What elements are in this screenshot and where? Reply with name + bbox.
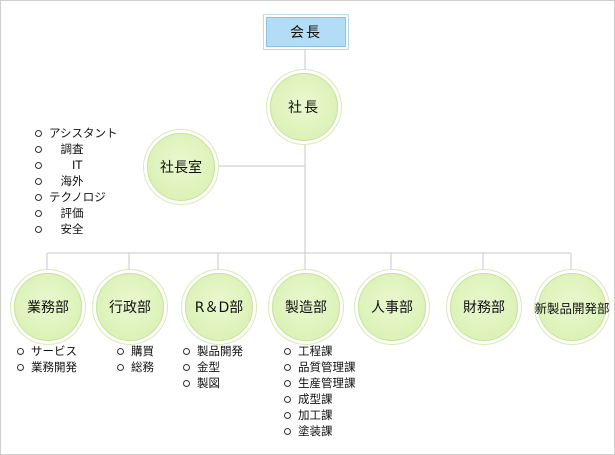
list-item: 製品開発 — [183, 343, 243, 359]
bullet-icon — [284, 411, 291, 419]
dept-label: 人事部 — [371, 300, 413, 316]
list-item: アシスタント — [35, 125, 118, 141]
list-item: 塗装課 — [284, 423, 356, 439]
office-label: 社長室 — [160, 160, 202, 176]
list-item: 海外 — [35, 173, 118, 189]
president-label: 社長 — [288, 100, 320, 116]
dept-node-rd: R＆D部 — [185, 273, 253, 341]
bullet-icon — [35, 177, 42, 185]
bullet-icon — [284, 363, 291, 371]
dept-items-gyomu: サービス 業務開発 — [17, 343, 77, 375]
dept-label: 製造部 — [285, 300, 327, 316]
dept-label: 業務部 — [27, 300, 69, 316]
bullet-icon — [284, 427, 291, 435]
dept-node-gyosei: 行政部 — [96, 273, 164, 341]
dept-label: 行政部 — [109, 300, 151, 316]
president-node: 社長 — [270, 73, 338, 141]
dept-label: 財務部 — [463, 300, 505, 316]
dept-items-seizo: 工程課 品質管理課 生産管理課 成型課 加工課 塗装課 — [284, 343, 356, 439]
list-item: 製図 — [183, 375, 243, 391]
list-item: 購買 — [117, 343, 154, 359]
dept-node-seizo: 製造部 — [272, 273, 340, 341]
bullet-icon — [183, 363, 190, 371]
dept-items-gyosei: 購買 総務 — [117, 343, 154, 375]
list-item: 安全 — [35, 221, 118, 237]
dept-node-jinji: 人事部 — [358, 273, 426, 341]
dept-node-zaimu: 財務部 — [450, 273, 518, 341]
list-item: 評価 — [35, 205, 118, 221]
list-item: IT — [35, 157, 118, 173]
list-item: 品質管理課 — [284, 359, 356, 375]
office-node: 社長室 — [147, 133, 215, 201]
list-item: 業務開発 — [17, 359, 77, 375]
bullet-icon — [183, 347, 190, 355]
dept-node-shinseihin: 新製品開発部 — [535, 273, 610, 341]
bullet-icon — [17, 363, 24, 371]
list-item: 金型 — [183, 359, 243, 375]
bullet-icon — [117, 363, 124, 371]
list-item: 総務 — [117, 359, 154, 375]
list-item: サービス — [17, 343, 77, 359]
bullet-icon — [35, 193, 42, 201]
bullet-icon — [35, 129, 42, 137]
dept-items-rd: 製品開発 金型 製図 — [183, 343, 243, 391]
list-item: 工程課 — [284, 343, 356, 359]
chairman-label: 会長 — [290, 25, 322, 41]
bullet-icon — [35, 145, 42, 153]
list-item: 調査 — [35, 141, 118, 157]
dept-label: R＆D部 — [194, 300, 244, 316]
bullet-icon — [284, 347, 291, 355]
office-items: アシスタント 調査 IT 海外 テクノロジ 評価 安全 — [35, 125, 118, 237]
list-item: 加工課 — [284, 407, 356, 423]
bullet-icon — [17, 347, 24, 355]
bullet-icon — [35, 161, 42, 169]
dept-label: 新製品開発部 — [534, 300, 610, 316]
bullet-icon — [183, 379, 190, 387]
list-item: テクノロジ — [35, 189, 118, 205]
list-item: 成型課 — [284, 391, 356, 407]
list-item: 生産管理課 — [284, 375, 356, 391]
bullet-icon — [284, 379, 291, 387]
bullet-icon — [35, 209, 42, 217]
bullet-icon — [284, 395, 291, 403]
bullet-icon — [117, 347, 124, 355]
dept-node-gyomu: 業務部 — [14, 273, 82, 341]
bullet-icon — [35, 225, 42, 233]
chairman-box: 会長 — [266, 17, 346, 47]
